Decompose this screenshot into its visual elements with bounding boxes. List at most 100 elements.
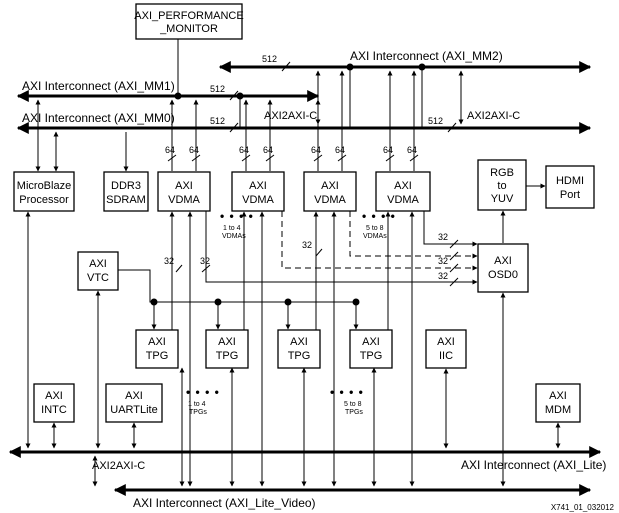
width-32: 32	[302, 240, 312, 250]
axi-osd-block	[477, 243, 529, 293]
osd-label-2: OSD0	[488, 269, 518, 281]
axi-performance-monitor-label-2: _MONITOR	[159, 23, 218, 35]
axi-tpg-block-3	[277, 329, 321, 369]
slash-mark	[449, 251, 459, 261]
slash-mark	[409, 154, 419, 162]
uartlite-label-2: UARTLite	[110, 404, 157, 416]
vdma2-label-2: VDMA	[242, 194, 274, 206]
vdma-5to8-to-osd	[349, 211, 478, 259]
vdma-note-5to8-a: 5 to 8	[366, 225, 384, 232]
vdma4-label-2: VDMA	[387, 194, 419, 206]
width-64: 64	[165, 145, 175, 155]
slash-mark	[313, 154, 323, 162]
vdma-note-1to4-a: 1 to 4	[223, 225, 241, 232]
slash-mark	[315, 248, 323, 257]
tpg-ellipsis-1: • • • •	[186, 385, 220, 399]
tpg4-label-2: TPG	[360, 350, 383, 362]
intc-label-2: INTC	[41, 404, 67, 416]
vdma1-label-2: VDMA	[168, 194, 200, 206]
vdma4-label-1: AXI	[394, 180, 412, 192]
rgb-to-yuv-block	[477, 159, 527, 211]
mdm-label-2: MDM	[545, 404, 571, 416]
axi-uartlite-block	[105, 383, 163, 423]
hdmi-port-block	[545, 165, 595, 209]
vdma-note-1to4-b: VDMAs	[222, 233, 246, 240]
slash-mark	[449, 277, 459, 287]
junction-dot	[174, 92, 182, 100]
axi-performance-monitor-label-1: AXI_PERFORMANCE	[134, 10, 243, 22]
tpg3-label-1: AXI	[290, 336, 308, 348]
width-64: 64	[383, 145, 393, 155]
width-64: 64	[335, 145, 345, 155]
uartlite-label-1: AXI	[125, 390, 143, 402]
osd-label-1: AXI	[494, 255, 512, 267]
bridge-label-bottom: AXI2AXI-C	[92, 460, 145, 472]
width-32: 32	[438, 256, 448, 266]
iic-label-1: AXI	[437, 336, 455, 348]
mdm-label-1: AXI	[549, 390, 567, 402]
bus-label-mm0: AXI Interconnect (AXI_MM0)	[22, 111, 175, 125]
rgb2yuv-label-3: YUV	[491, 193, 514, 205]
bus-label-mm2: AXI Interconnect (AXI_MM2)	[350, 49, 503, 63]
tpg2-label-2: TPG	[216, 350, 239, 362]
vdma2-label-1: AXI	[249, 180, 267, 192]
bus-label-lite: AXI Interconnect (AXI_Lite)	[461, 458, 606, 472]
bus-label-mm1: AXI Interconnect (AXI_MM1)	[22, 79, 175, 93]
hdmi-label-2: Port	[560, 189, 580, 201]
tpg-note-1to4-a: 1 to 4	[188, 401, 206, 408]
vdma3-label-1: AXI	[321, 180, 339, 192]
axi-performance-monitor-block	[135, 3, 243, 40]
tpg2-label-1: AXI	[218, 336, 236, 348]
slash-mark	[447, 122, 457, 133]
slash-mark	[229, 122, 239, 133]
vdma1-label-1: AXI	[175, 180, 193, 192]
slash-mark	[337, 154, 347, 162]
axi-vdma-block-1	[157, 171, 211, 212]
width-64: 64	[407, 145, 417, 155]
vtc-timing-bus	[118, 269, 358, 303]
axi-tpg-block-4	[349, 329, 393, 369]
slash-mark	[241, 154, 251, 162]
slash-mark	[449, 263, 459, 273]
slash-mark	[167, 154, 177, 162]
axi-mdm-block	[535, 383, 581, 423]
width-512-mm1: 512	[210, 84, 225, 94]
hdmi-label-1: HDMI	[556, 175, 584, 187]
tpg4-label-1: AXI	[362, 336, 380, 348]
rgb2yuv-label-1: RGB	[490, 167, 514, 179]
microblaze-label-2: Processor	[19, 194, 69, 206]
width-64: 64	[263, 145, 273, 155]
axi-vtc-block	[77, 251, 119, 291]
rgb2yuv-label-2: to	[497, 180, 506, 192]
width-32: 32	[164, 256, 174, 266]
slash-mark	[191, 154, 201, 162]
vtc-label-2: VTC	[87, 272, 109, 284]
slash-mark	[265, 154, 275, 162]
vdma3-label-2: VDMA	[314, 194, 346, 206]
axi-tpg-block-2	[205, 329, 249, 369]
tpg1-label-2: TPG	[146, 350, 169, 362]
figure-id: X741_01_032012	[551, 503, 615, 512]
bridge-label-right: AXI2AXI-C	[467, 110, 520, 122]
slash-mark	[201, 264, 211, 273]
ddr3-label-1: DDR3	[111, 180, 141, 192]
width-512-mm2: 512	[262, 54, 277, 64]
bus-label-lite-video: AXI Interconnect (AXI_Lite_Video)	[133, 496, 316, 510]
bridge-label-mid: AXI2AXI-C	[264, 110, 317, 122]
tpg-note-5to8-b: TPGs	[345, 409, 363, 416]
vdma-ellipsis-2: • • • •	[362, 209, 396, 223]
microblaze-processor-block	[13, 171, 75, 212]
intc-label-1: AXI	[45, 390, 63, 402]
iic-label-2: IIC	[439, 350, 453, 362]
width-32: 32	[200, 256, 210, 266]
vdma-ellipsis-1: • • • •	[220, 209, 254, 223]
slash-mark	[229, 90, 239, 101]
slash-mark	[175, 264, 183, 273]
width-32: 32	[438, 232, 448, 242]
slash-mark	[281, 61, 291, 72]
width-64: 64	[311, 145, 321, 155]
ddr3-sdram-block	[103, 171, 149, 212]
axi-intc-block	[33, 383, 75, 423]
vtc-label-1: AXI	[89, 258, 107, 270]
